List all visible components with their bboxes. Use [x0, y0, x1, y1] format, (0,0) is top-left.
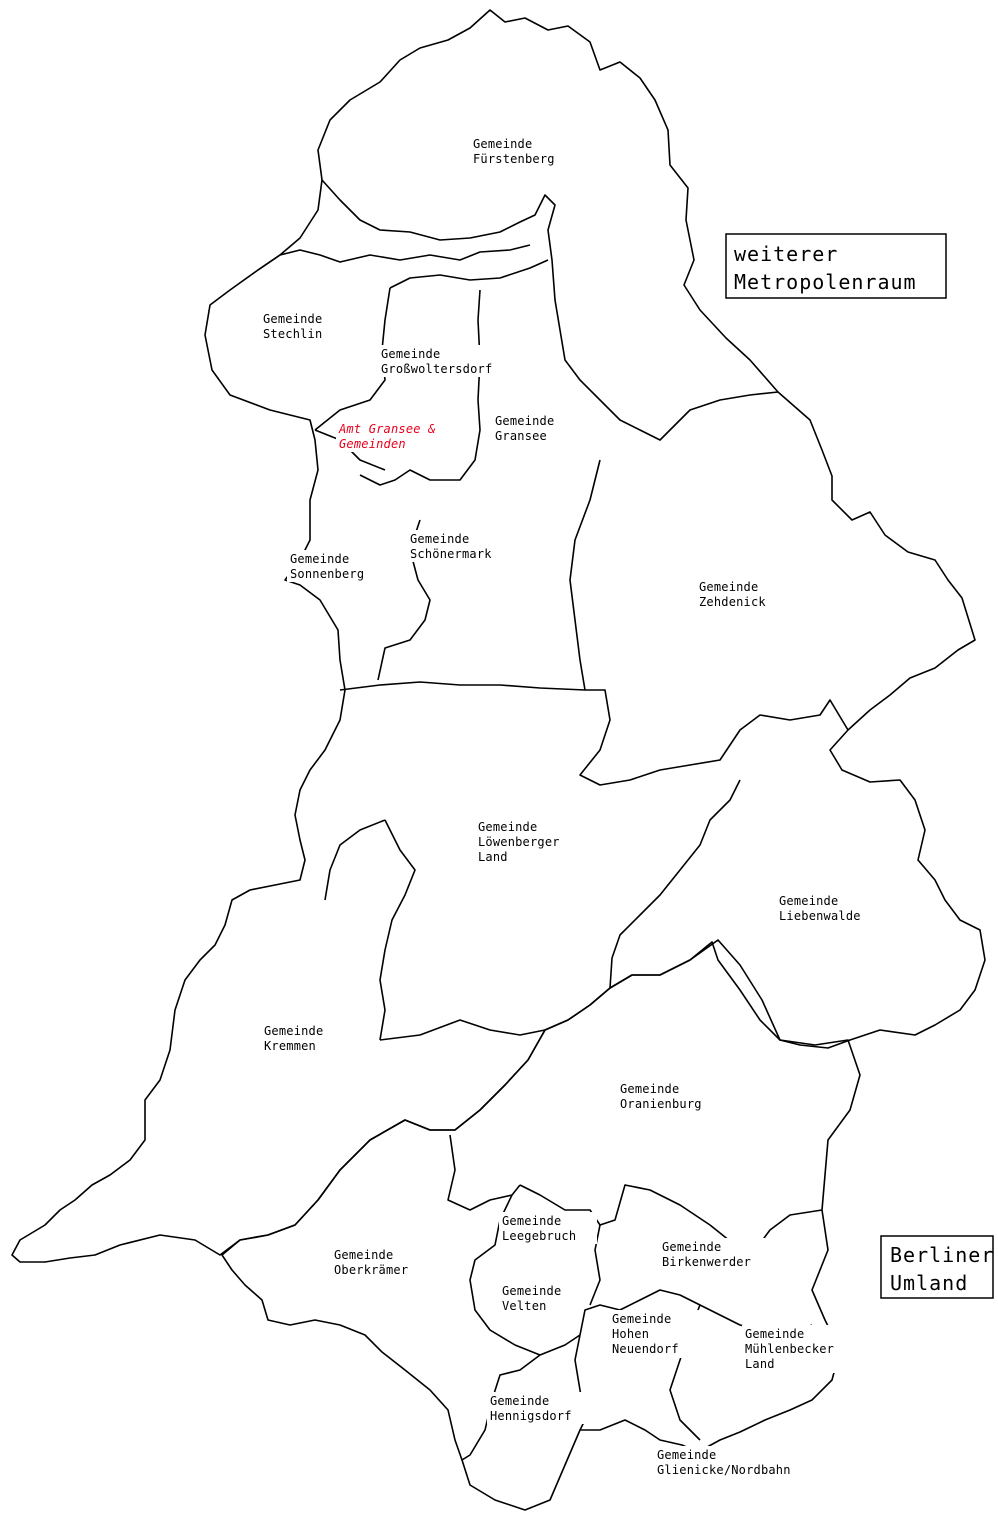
label-oranienburg: Gemeinde Oranienburg: [617, 1080, 715, 1112]
label-zehdenick: Gemeinde Zehdenick: [696, 578, 782, 610]
label-oranienburg-line2: Oranienburg: [620, 1097, 702, 1111]
label-schoenermark-line1: Gemeinde: [410, 532, 469, 546]
label-hohen-neuendorf-line1: Gemeinde: [612, 1312, 671, 1326]
municipality-borders-south: [447, 1134, 823, 1461]
label-leegebruch-line1: Gemeinde: [502, 1214, 561, 1228]
outer-region-area: [11, 9, 986, 1263]
label-oberkraemer-line2: Oberkrämer: [334, 1263, 408, 1277]
label-loewenberger-line1: Gemeinde: [478, 820, 537, 834]
label-fuerstenberg: Gemeinde Fürstenberg: [470, 135, 570, 167]
label-stechlin-line1: Gemeinde: [263, 312, 322, 326]
legend-inner-line2: Umland: [890, 1271, 968, 1295]
label-grosswoltersdorf-line1: Gemeinde: [381, 347, 440, 361]
label-stechlin-line2: Stechlin: [263, 327, 322, 341]
label-muehlenbecker-line2: Mühlenbecker: [745, 1342, 834, 1356]
label-sonnenberg: Gemeinde Sonnenberg: [287, 550, 379, 582]
label-oberkraemer: Gemeinde Oberkrämer: [331, 1246, 427, 1278]
label-kremmen-line1: Gemeinde: [264, 1024, 323, 1038]
label-birkenwerder-line1: Gemeinde: [662, 1240, 721, 1254]
legend-outer-line2: Metropolenraum: [734, 270, 917, 294]
label-liebenwalde: Gemeinde Liebenwalde: [776, 892, 880, 924]
label-muehlenbecker-line3: Land: [745, 1357, 775, 1371]
label-amt-line2: Gemeinden: [339, 437, 406, 451]
inner-region-area: [221, 939, 861, 1511]
label-hennigsdorf: Gemeinde Hennigsdorf: [487, 1392, 587, 1424]
label-loewenberger-land: Gemeinde Löwenberger Land: [475, 818, 581, 866]
label-hennigsdorf-line2: Hennigsdorf: [490, 1409, 572, 1423]
label-glienicke-line2: Glienicke/Nordbahn: [657, 1463, 791, 1477]
label-schoenermark-line2: Schönermark: [410, 547, 492, 561]
label-velten-line1: Gemeinde: [502, 1284, 561, 1298]
label-loewenberger-line2: Löwenberger: [478, 835, 560, 849]
label-leegebruch-line2: Leegebruch: [502, 1229, 576, 1243]
label-velten-line2: Velten: [502, 1299, 547, 1313]
legend-outer: weiterer Metropolenraum: [725, 233, 947, 299]
label-amt-line1: Amt Gransee &: [338, 422, 436, 436]
label-sonnenberg-line1: Gemeinde: [290, 552, 349, 566]
label-muehlenbecker-line1: Gemeinde: [745, 1327, 804, 1341]
label-zehdenick-line2: Zehdenick: [699, 595, 766, 609]
label-fuerstenberg-line2: Fürstenberg: [473, 152, 555, 166]
label-hohen-neuendorf: Gemeinde Hohen Neuendorf: [609, 1310, 703, 1358]
label-velten: Gemeinde Velten: [499, 1282, 577, 1314]
legend-inner: Berliner Umland: [880, 1235, 994, 1299]
label-hohen-neuendorf-line2: Hohen: [612, 1327, 649, 1341]
label-oranienburg-line1: Gemeinde: [620, 1082, 679, 1096]
label-kremmen-line2: Kremmen: [264, 1039, 316, 1053]
label-loewenberger-line3: Land: [478, 850, 508, 864]
label-grosswoltersdorf-line2: Großwoltersdorf: [381, 362, 492, 376]
label-hennigsdorf-line1: Gemeinde: [490, 1394, 549, 1408]
legend-inner-line1: Berliner: [890, 1243, 994, 1267]
label-leegebruch: Gemeinde Leegebruch: [499, 1212, 597, 1244]
label-hohen-neuendorf-line3: Neuendorf: [612, 1342, 679, 1356]
label-liebenwalde-line2: Liebenwalde: [779, 909, 861, 923]
label-zehdenick-line1: Gemeinde: [699, 580, 758, 594]
label-muehlenbecker-land: Gemeinde Mühlenbecker Land: [742, 1325, 856, 1373]
label-gransee-line2: Gransee: [495, 429, 547, 443]
label-kremmen: Gemeinde Kremmen: [261, 1022, 337, 1054]
label-stechlin: Gemeinde Stechlin: [260, 310, 340, 342]
label-oberkraemer-line1: Gemeinde: [334, 1248, 393, 1262]
label-glienicke-line1: Gemeinde: [657, 1448, 716, 1462]
label-schoenermark: Gemeinde Schönermark: [407, 530, 511, 562]
label-liebenwalde-line1: Gemeinde: [779, 894, 838, 908]
legend-outer-line1: weiterer: [734, 242, 838, 266]
label-amt-gransee: Amt Gransee & Gemeinden: [336, 420, 464, 452]
label-grosswoltersdorf: Gemeinde Großwoltersdorf: [378, 345, 514, 377]
label-glienicke: Gemeinde Glienicke/Nordbahn: [654, 1446, 818, 1478]
label-gransee-line1: Gemeinde: [495, 414, 554, 428]
label-gransee: Gemeinde Gransee: [492, 412, 568, 444]
label-fuerstenberg-line1: Gemeinde: [473, 137, 532, 151]
label-birkenwerder: Gemeinde Birkenwerder: [659, 1238, 769, 1270]
label-sonnenberg-line2: Sonnenberg: [290, 567, 364, 581]
label-birkenwerder-line2: Birkenwerder: [662, 1255, 751, 1269]
